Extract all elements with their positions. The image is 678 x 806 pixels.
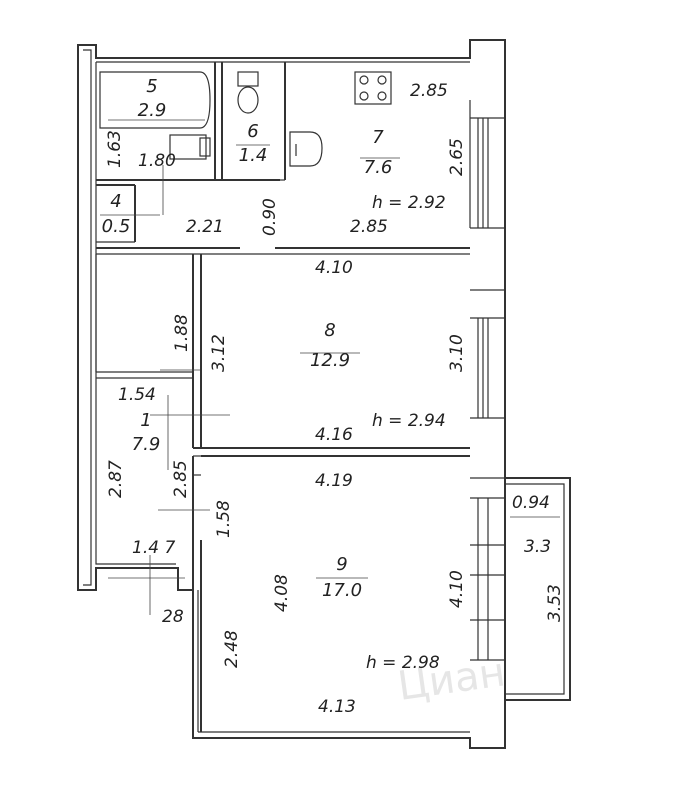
svg-text:17.0: 17.0 (322, 580, 362, 601)
room-label-5: 5 2.9 (138, 76, 167, 121)
dim-1-58: 1.58 (214, 500, 234, 538)
dim-3-10: 3.10 (447, 334, 467, 372)
dim-4-13: 4.13 (318, 697, 356, 717)
dim-4-10-right: 4.10 (447, 570, 467, 608)
room-label-1: 1 7.9 (132, 410, 161, 455)
h-2-92: h = 2.92 (372, 193, 446, 213)
dim-1-88: 1.88 (172, 314, 192, 352)
dim-2-48: 2.48 (222, 630, 242, 668)
dim-1-47: 1.4 7 (132, 538, 175, 558)
room-label-6: 6 1.4 (239, 121, 268, 166)
dim-2-87: 2.87 (106, 460, 126, 498)
toilet (237, 71, 259, 114)
dim-3-53: 3.53 (545, 584, 565, 622)
h-2-98: h = 2.98 (366, 653, 440, 673)
room-label-7: 7 7.6 (364, 127, 393, 178)
dim-4-08: 4.08 (272, 574, 292, 612)
kitchen-sink (289, 131, 323, 167)
dim-1-54: 1.54 (118, 385, 156, 405)
bathtub (99, 71, 211, 129)
dim-1-63: 1.63 (105, 130, 125, 168)
room-label-9: 9 17.0 (322, 554, 362, 601)
svg-text:2.9: 2.9 (138, 100, 167, 121)
stove (354, 71, 392, 105)
dim-2-85-top: 2.85 (410, 81, 448, 101)
dim-28: 28 (162, 607, 184, 627)
window-column (469, 100, 506, 661)
svg-text:0.5: 0.5 (102, 216, 131, 237)
svg-text:5: 5 (146, 76, 157, 97)
room-label-4: 4 0.5 (102, 191, 131, 237)
dim-4-10-top: 4.10 (315, 258, 353, 278)
dim-4-16: 4.16 (315, 425, 353, 445)
dim-2-65: 2.65 (447, 138, 467, 176)
svg-text:6: 6 (247, 121, 258, 142)
dim-2-85-bottom: 2.85 (350, 217, 388, 237)
svg-text:1.4: 1.4 (239, 145, 268, 166)
dim-2-85-hall: 2.85 (171, 460, 191, 498)
svg-text:4: 4 (110, 191, 121, 212)
dim-3-3: 3.3 (524, 537, 551, 557)
svg-text:7.6: 7.6 (364, 157, 393, 178)
svg-text:7.9: 7.9 (132, 434, 161, 455)
svg-text:9: 9 (336, 554, 347, 575)
dim-0-90: 0.90 (260, 198, 280, 236)
svg-text:8: 8 (324, 320, 335, 341)
room-label-8: 8 12.9 (310, 320, 350, 371)
outer-walls (77, 39, 506, 749)
dim-1-80: 1.80 (138, 151, 176, 171)
dim-2-21: 2.21 (186, 217, 224, 237)
dim-0-94: 0.94 (512, 493, 550, 513)
dim-4-19: 4.19 (315, 471, 353, 491)
balcony (505, 477, 571, 701)
dim-3-12: 3.12 (209, 334, 229, 372)
svg-text:12.9: 12.9 (310, 350, 350, 371)
sink (169, 134, 211, 160)
h-2-94: h = 2.94 (372, 411, 446, 431)
interior-walls (95, 62, 470, 738)
dimension-lines (100, 119, 560, 615)
svg-text:1: 1 (140, 410, 151, 431)
svg-text:7: 7 (372, 127, 384, 148)
